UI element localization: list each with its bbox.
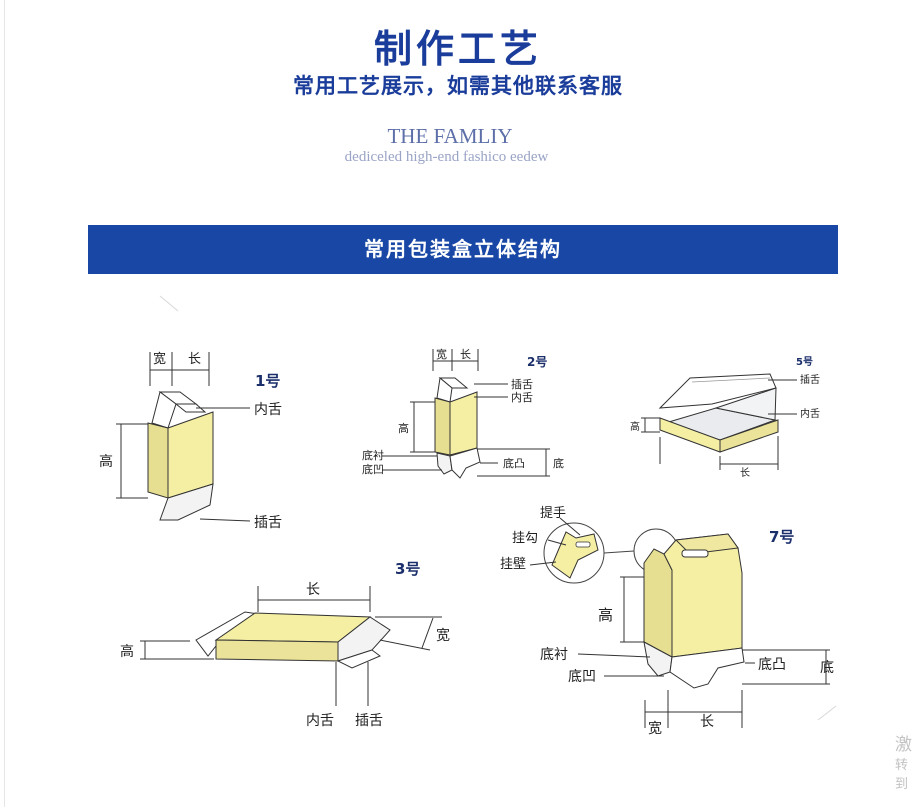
box-2-diagram bbox=[382, 349, 550, 479]
box-1-height-label: 高 bbox=[99, 453, 113, 470]
page-title: 制作工艺 bbox=[373, 26, 542, 71]
english-subtitle: dediceled high-end fashico eedew bbox=[344, 149, 549, 165]
box-2-bottom-convex-label: 底凸 bbox=[503, 456, 525, 470]
box-2-insert-tongue-label: 插舌 bbox=[511, 377, 533, 391]
box-7-bottom-concave-label: 底凹 bbox=[568, 669, 596, 685]
box-1-insert-tongue-label: 插舌 bbox=[254, 515, 282, 531]
box-3-width-label: 宽 bbox=[436, 627, 450, 644]
box-3-insert-tongue-label: 插舌 bbox=[355, 713, 383, 729]
box-7-bottom-convex-label: 底凸 bbox=[758, 657, 786, 673]
edge-text-1: 激 bbox=[895, 735, 912, 755]
box-5-height-label: 高 bbox=[630, 420, 640, 433]
box-3-number: 3号 bbox=[395, 560, 420, 578]
decor-line-bottom bbox=[817, 705, 837, 721]
box-3-inner-tongue-label: 内舌 bbox=[306, 713, 334, 729]
box-2-bottom-lining-label: 底衬 bbox=[362, 448, 384, 462]
box-7-height-label: 高 bbox=[598, 606, 613, 624]
box-1-inner-tongue-label: 内舌 bbox=[254, 402, 282, 418]
box-7-width-label: 宽 bbox=[648, 720, 662, 737]
box-2-width-label: 宽 bbox=[436, 347, 447, 361]
decor-line-top bbox=[159, 295, 179, 312]
box-1-number: 1号 bbox=[255, 372, 280, 390]
box-7-hook-label: 挂勾 bbox=[512, 531, 538, 546]
box-5-diagram bbox=[641, 373, 797, 470]
box-5-insert-tongue-label: 插舌 bbox=[800, 373, 820, 386]
box-2-inner-tongue-label: 内舌 bbox=[511, 390, 533, 404]
box-5-length-label: 长 bbox=[740, 467, 750, 479]
box-2-height-label: 高 bbox=[398, 421, 409, 435]
edge-text-2: 转到 bbox=[895, 758, 909, 792]
box-1-length-label: 长 bbox=[188, 352, 201, 367]
box-7-number: 7号 bbox=[769, 528, 794, 546]
box-7-length-label: 长 bbox=[700, 714, 714, 730]
box-2-length-label: 长 bbox=[460, 348, 471, 361]
section-banner-label: 常用包装盒立体结构 bbox=[364, 237, 562, 261]
box-7-bottom-label: 底 bbox=[820, 660, 834, 676]
box-5-inner-tongue-label: 内舌 bbox=[800, 407, 820, 420]
box-2-bottom-label: 底 bbox=[553, 456, 564, 470]
box-7-diagram bbox=[529, 517, 830, 728]
left-border-line bbox=[4, 0, 5, 807]
box-3-length-label: 长 bbox=[306, 582, 320, 598]
box-2-bottom-concave-label: 底凹 bbox=[362, 462, 384, 476]
box-7-hanging-wall-label: 挂壁 bbox=[500, 557, 526, 572]
box-1-diagram bbox=[116, 352, 251, 522]
box-7-bottom-lining-label: 底衬 bbox=[540, 647, 568, 663]
box-7-handle-label: 提手 bbox=[540, 505, 566, 521]
box-2-number: 2号 bbox=[527, 354, 547, 369]
box-3-diagram bbox=[140, 586, 442, 706]
section-banner bbox=[88, 225, 838, 274]
box-1-width-label: 宽 bbox=[153, 351, 166, 367]
box-5-number: 5号 bbox=[796, 356, 813, 368]
box-3-height-label: 高 bbox=[120, 643, 134, 660]
english-title: THE FAMLIY bbox=[387, 124, 513, 148]
page-subtitle: 常用工艺展示，如需其他联系客服 bbox=[293, 73, 623, 98]
